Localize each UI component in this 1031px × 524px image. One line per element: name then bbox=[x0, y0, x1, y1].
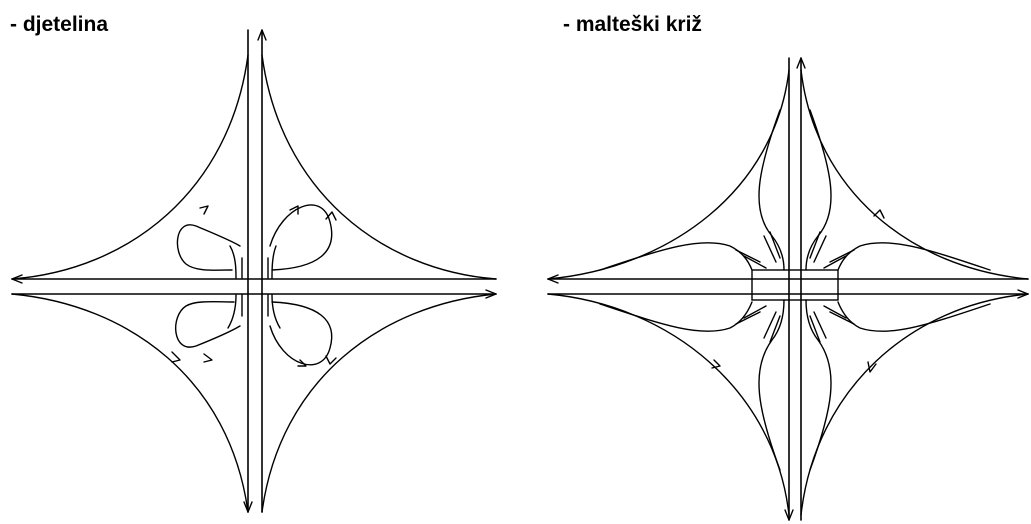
maltese-petals bbox=[599, 109, 991, 471]
south-arrow-right bbox=[784, 509, 794, 521]
outer-ramps-right bbox=[547, 69, 1029, 516]
maltese-cross-diagram bbox=[547, 57, 1029, 521]
outer-ramps bbox=[11, 54, 497, 513]
horizontal-highway bbox=[11, 274, 497, 299]
cloverleaf-diagram bbox=[11, 29, 497, 513]
maltese-cross-title: - malteški križ bbox=[563, 13, 702, 36]
north-arrow-right bbox=[796, 57, 806, 69]
cloverleaf-title: - djetelina bbox=[10, 13, 109, 36]
north-arrow bbox=[257, 29, 267, 41]
horizontal-highway-right bbox=[547, 269, 1029, 301]
vertical-highway bbox=[243, 29, 267, 513]
cloverleaf-loops bbox=[174, 204, 333, 367]
vertical-highway-right bbox=[784, 57, 806, 521]
